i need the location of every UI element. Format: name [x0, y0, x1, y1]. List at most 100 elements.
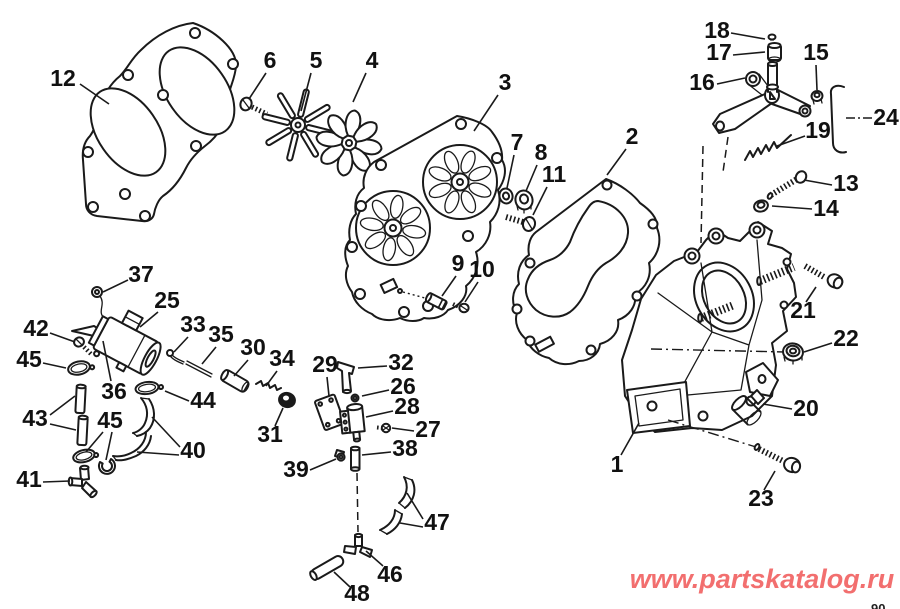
part-45-clamp-upper	[67, 360, 96, 376]
callout-number: 44	[190, 387, 216, 413]
rosette-lower	[355, 190, 431, 266]
callout-44: 44	[164, 387, 216, 413]
callout-number: 25	[154, 287, 180, 313]
callout-5: 5	[300, 47, 323, 112]
callout-24: 24	[843, 104, 899, 130]
callout-number: 10	[469, 256, 495, 282]
callout-12: 12	[50, 65, 110, 105]
callout-number: 21	[790, 297, 816, 323]
callout-number: 19	[805, 117, 831, 143]
leader-line	[136, 451, 180, 456]
callout-22: 22	[803, 325, 859, 353]
callout-number: 22	[833, 325, 859, 351]
part-8-nut	[514, 189, 534, 214]
callout-2: 2	[606, 123, 638, 176]
callout-30: 30	[233, 334, 266, 377]
callout-40: 40	[136, 416, 206, 463]
callout-number: 16	[689, 69, 715, 95]
callout-number: 20	[793, 395, 819, 421]
callout-42: 42	[23, 315, 76, 343]
callout-number: 34	[269, 345, 295, 371]
callout-number: 40	[180, 437, 206, 463]
part-5-reed-star	[261, 88, 335, 162]
callout-4: 4	[352, 47, 379, 103]
part-40-hoses	[112, 397, 155, 462]
leader-line	[803, 179, 833, 186]
part-32-elbow	[336, 361, 355, 395]
part-23-bolt	[753, 443, 802, 474]
callout-38: 38	[361, 435, 418, 461]
leader-line	[365, 550, 384, 567]
callout-number: 6	[264, 47, 277, 73]
callout-6: 6	[248, 47, 277, 100]
leader-line	[42, 480, 71, 483]
part-17-spacer	[767, 42, 782, 63]
leader-line	[79, 83, 110, 105]
callout-16: 16	[689, 69, 746, 95]
part-48-tube	[309, 555, 345, 581]
callout-18: 18	[704, 17, 766, 43]
callout-26: 26	[361, 373, 416, 399]
callout-41: 41	[16, 466, 71, 492]
callout-45: 45	[16, 346, 67, 372]
callout-number: 13	[833, 170, 859, 196]
callout-number: 27	[415, 416, 441, 442]
leader-line	[391, 427, 415, 432]
leader-line	[105, 431, 113, 461]
callout-number: 1	[611, 451, 624, 477]
callout-35: 35	[201, 321, 234, 365]
callout-number: 38	[392, 435, 418, 461]
part-47-hoses	[379, 476, 416, 535]
callout-number: 5	[310, 47, 323, 73]
leader-line	[406, 492, 424, 520]
callout-number: 17	[706, 39, 732, 65]
leader-line	[441, 275, 457, 297]
callout-number: 7	[511, 129, 524, 155]
leader-line	[803, 342, 833, 353]
leader-line	[248, 72, 267, 100]
c-clip	[98, 458, 116, 475]
housing-stud-left	[697, 301, 736, 323]
leader-line	[532, 186, 548, 216]
callout-11: 11	[532, 161, 567, 216]
leader-line	[173, 336, 189, 353]
callout-number: 35	[208, 321, 234, 347]
watermark: www.partskatalog.ru	[630, 564, 895, 594]
leader-line	[326, 376, 330, 397]
callout-number: 41	[16, 466, 42, 492]
leader-line	[357, 365, 388, 369]
leader-line	[815, 64, 818, 91]
callout-32: 32	[357, 349, 414, 375]
part-25-solenoid	[87, 309, 162, 376]
callout-number: 33	[180, 311, 206, 337]
assembly-guides	[650, 136, 786, 448]
callout-39: 39	[283, 456, 337, 482]
callout-36: 36	[101, 340, 127, 404]
leader-line	[49, 395, 76, 416]
part-15-nut	[810, 89, 824, 105]
part-34-spring	[255, 380, 282, 391]
callout-number: 36	[101, 378, 127, 404]
callout-number: 4	[366, 47, 379, 73]
callout-number: 11	[542, 161, 567, 187]
leader-line	[525, 164, 538, 192]
callout-15: 15	[803, 39, 829, 91]
part-28-valve-body	[339, 402, 366, 443]
callout-number: 8	[535, 139, 548, 165]
leader-line	[620, 422, 640, 456]
part-33-clip	[166, 349, 185, 365]
leader-line	[361, 451, 392, 456]
callout-45: 45	[85, 407, 123, 461]
callout-10: 10	[464, 256, 495, 303]
part-18-screw	[767, 33, 777, 44]
callout-17: 17	[706, 39, 766, 65]
part-31-nut	[278, 391, 296, 409]
callout-number: 30	[240, 334, 266, 360]
callout-19: 19	[776, 117, 831, 147]
part-26-oring	[350, 393, 360, 403]
callout-number: 32	[388, 349, 414, 375]
callout-47: 47	[399, 492, 450, 535]
callout-20: 20	[762, 395, 819, 421]
callout-number: 26	[390, 373, 416, 399]
leader-line	[333, 571, 351, 588]
